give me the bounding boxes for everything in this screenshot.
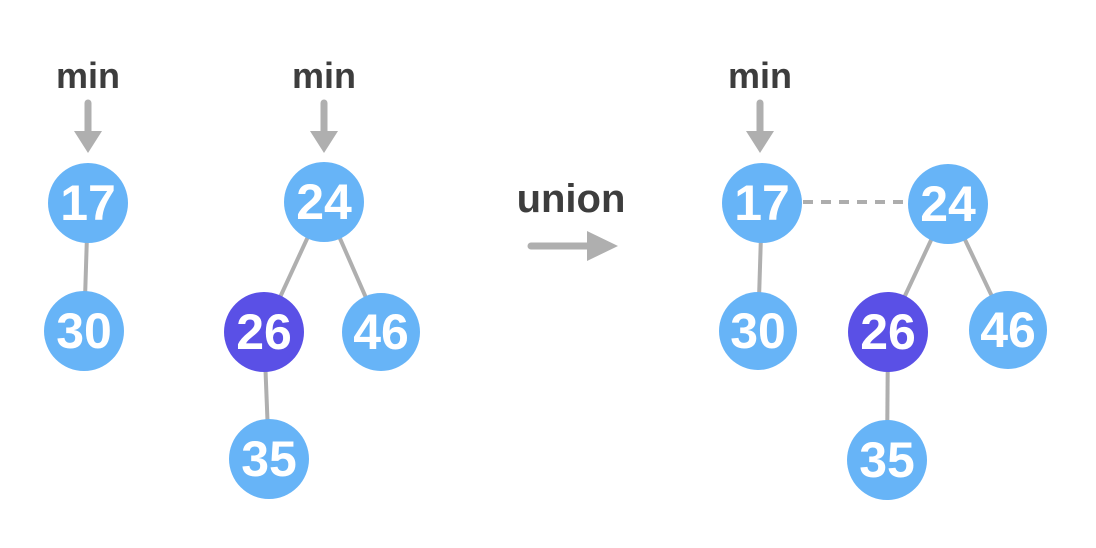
node-r-17-value: 17 xyxy=(734,175,790,231)
heap-result: min 17 24 30 xyxy=(719,55,1047,500)
node-r-35-value: 35 xyxy=(859,432,915,488)
node-r-46-circle xyxy=(969,291,1047,369)
node-a-30-circle xyxy=(44,291,124,371)
node-b-35-circle xyxy=(229,419,309,499)
node-r-17: 17 xyxy=(722,163,802,243)
node-r-24-circle xyxy=(908,164,988,244)
min-label-a: min xyxy=(56,55,120,96)
node-r-35: 35 xyxy=(847,420,927,500)
min-label-b: min xyxy=(292,55,356,96)
node-b-26-value: 26 xyxy=(236,304,292,360)
node-r-35-circle xyxy=(847,420,927,500)
node-r-24-value: 24 xyxy=(920,176,976,232)
node-a-17-circle xyxy=(48,163,128,243)
min-arrow-b-icon xyxy=(310,99,338,153)
min-arrow-b-head xyxy=(310,131,338,153)
node-a-17: 17 xyxy=(48,163,128,243)
min-arrow-a-icon xyxy=(74,99,102,153)
union-arrow-icon xyxy=(527,231,618,261)
node-r-24: 24 xyxy=(908,164,988,244)
node-b-26-highlighted: 26 xyxy=(224,292,304,372)
node-r-30-circle xyxy=(719,292,797,370)
node-a-30-value: 30 xyxy=(56,303,112,359)
heap-a: min 17 30 xyxy=(44,55,128,371)
node-b-46-circle xyxy=(342,293,420,371)
node-a-17-value: 17 xyxy=(60,175,116,231)
union-arrow-head xyxy=(587,231,618,261)
min-arrow-result-head xyxy=(746,131,774,153)
node-b-46-value: 46 xyxy=(353,304,409,360)
node-r-46: 46 xyxy=(969,291,1047,369)
min-arrow-result-icon xyxy=(746,99,774,153)
node-b-24-circle xyxy=(284,162,364,242)
node-r-26-highlighted: 26 xyxy=(848,292,928,372)
node-b-35: 35 xyxy=(229,419,309,499)
node-b-24: 24 xyxy=(284,162,364,242)
node-r-17-circle xyxy=(722,163,802,243)
node-r-46-value: 46 xyxy=(980,302,1036,358)
heap-b: min 24 26 46 35 xyxy=(224,55,420,499)
node-r-30: 30 xyxy=(719,292,797,370)
node-a-30: 30 xyxy=(44,291,124,371)
node-b-26-circle xyxy=(224,292,304,372)
min-label-result: min xyxy=(728,55,792,96)
union-operation: union xyxy=(517,177,626,261)
node-b-35-value: 35 xyxy=(241,431,297,487)
node-b-46: 46 xyxy=(342,293,420,371)
node-r-26-circle xyxy=(848,292,928,372)
node-r-26-value: 26 xyxy=(860,304,916,360)
union-label: union xyxy=(517,177,626,221)
min-arrow-a-head xyxy=(74,131,102,153)
node-b-24-value: 24 xyxy=(296,174,352,230)
node-r-30-value: 30 xyxy=(730,303,786,359)
